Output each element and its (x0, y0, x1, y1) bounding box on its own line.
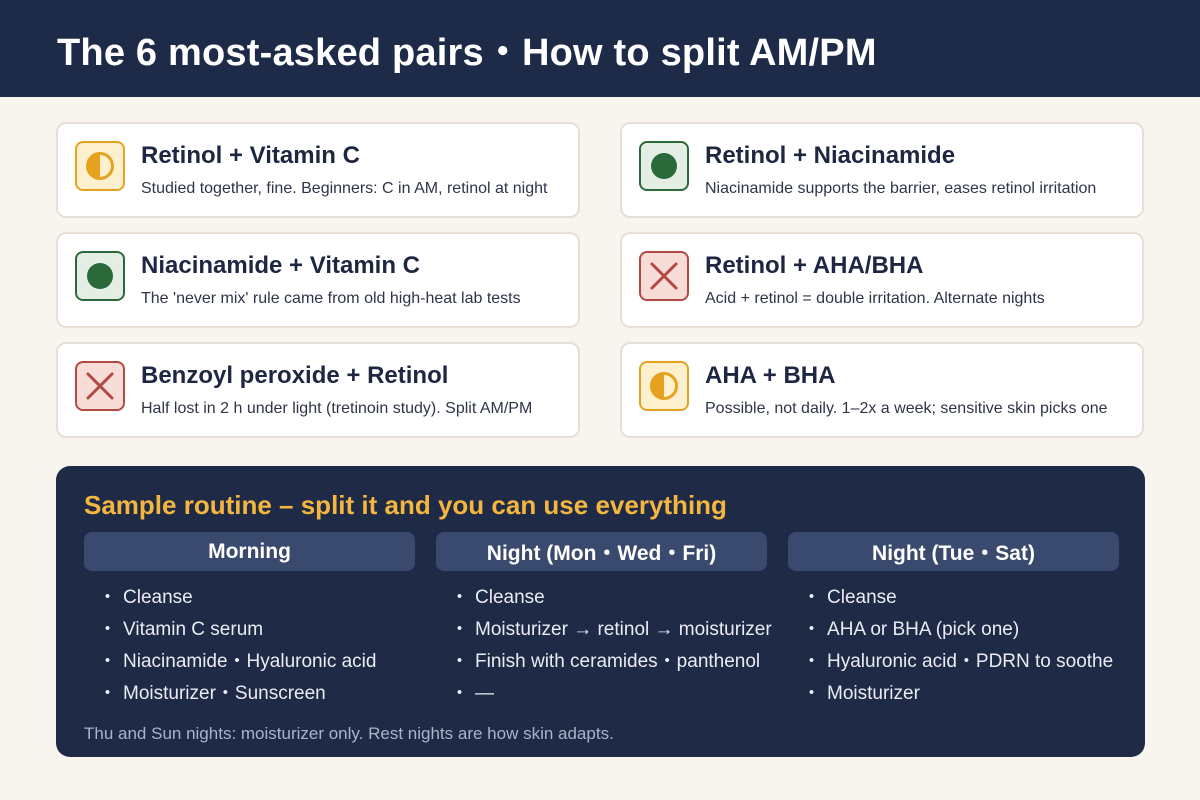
list-item: ・AHA or BHA (pick one) (802, 619, 1020, 640)
avoid-badge (75, 361, 125, 411)
pair-description: Possible, not daily. 1–2x a week; sensit… (705, 400, 1108, 417)
cross-icon (650, 262, 678, 290)
caution-badge (75, 141, 125, 191)
column-heading-night-tue-sat: Night (Tue・Sat) (788, 532, 1119, 571)
list-item: ・Vitamin C serum (98, 619, 264, 640)
pair-description: Niacinamide supports the barrier, eases … (705, 180, 1097, 197)
morning-steps-list: ・Cleanse ・Vitamin C serum ・Niacinamide・H… (84, 584, 424, 712)
pair-title: Benzoyl peroxide + Retinol (141, 362, 449, 389)
half-circle-icon (650, 372, 678, 400)
list-item: ・Cleanse (802, 587, 897, 608)
list-item: ・— (450, 683, 495, 704)
list-item: ・Cleanse (98, 587, 193, 608)
filled-circle-icon (651, 153, 677, 179)
pair-description: Half lost in 2 h under light (tretinoin … (141, 400, 533, 417)
avoid-badge (639, 251, 689, 301)
pair-title: Retinol + Niacinamide (705, 142, 956, 169)
pair-card-aha-bha: AHA + BHA Possible, not daily. 1–2x a we… (620, 342, 1144, 438)
night-mwf-steps-list: ・Cleanse ・Moisturizer → retinol → moistu… (436, 584, 776, 712)
half-circle-icon (86, 152, 114, 180)
pair-description: Studied together, fine. Beginners: C in … (141, 180, 548, 197)
filled-circle-icon (87, 263, 113, 289)
column-heading-night-mon-wed-fri: Night (Mon・Wed・Fri) (436, 532, 767, 571)
pair-card-benzoyl-peroxide-retinol: Benzoyl peroxide + Retinol Half lost in … (56, 342, 580, 438)
caution-badge (639, 361, 689, 411)
list-item: ・Hyaluronic acid・PDRN to soothe (802, 651, 1114, 672)
page-title: The 6 most-asked pairs・How to split AM/P… (57, 32, 877, 74)
cross-icon (86, 372, 114, 400)
pair-card-retinol-niacinamide: Retinol + Niacinamide Niacinamide suppor… (620, 122, 1144, 218)
routine-title: Sample routine – split it and you can us… (84, 490, 727, 520)
list-item: ・Cleanse (450, 587, 545, 608)
ok-badge (639, 141, 689, 191)
sample-routine-panel: Sample routine – split it and you can us… (56, 466, 1145, 757)
pair-title: AHA + BHA (705, 362, 836, 389)
pair-card-retinol-vitamin-c: Retinol + Vitamin C Studied together, fi… (56, 122, 580, 218)
routine-footnote: Thu and Sun nights: moisturizer only. Re… (84, 724, 614, 743)
list-item: ・Moisturizer (802, 683, 920, 704)
pair-title: Retinol + Vitamin C (141, 142, 360, 169)
night-ts-steps-list: ・Cleanse ・AHA or BHA (pick one) ・Hyaluro… (788, 584, 1128, 712)
pair-description: Acid + retinol = double irritation. Alte… (705, 290, 1045, 307)
pair-title: Niacinamide + Vitamin C (141, 252, 420, 279)
pair-description: The 'never mix' rule came from old high-… (141, 290, 521, 307)
pair-title: Retinol + AHA/BHA (705, 252, 924, 279)
list-item: ・Moisturizer → retinol → moisturizer (450, 619, 772, 640)
column-heading-morning: Morning (84, 532, 415, 571)
pair-card-retinol-aha-bha: Retinol + AHA/BHA Acid + retinol = doubl… (620, 232, 1144, 328)
list-item: ・Niacinamide・Hyaluronic acid (98, 651, 377, 672)
ok-badge (75, 251, 125, 301)
list-item: ・Finish with ceramides・panthenol (450, 651, 761, 672)
list-item: ・Moisturizer・Sunscreen (98, 683, 326, 704)
pair-card-niacinamide-vitamin-c: Niacinamide + Vitamin C The 'never mix' … (56, 232, 580, 328)
header: The 6 most-asked pairs・How to split AM/P… (0, 0, 1200, 97)
